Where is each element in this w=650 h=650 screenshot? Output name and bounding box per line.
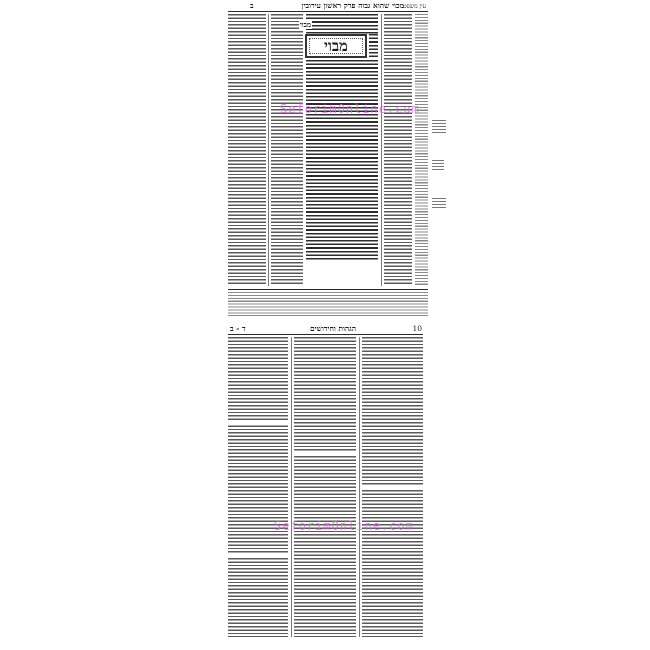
main-text-beside-box xyxy=(369,34,378,58)
page-number: 10 xyxy=(412,324,422,333)
commentary-page-bottom: ד - ב הגהות וחידושים 10 SeforimOnline.co… xyxy=(226,323,425,641)
page-header-title: הגהות וחידושים xyxy=(310,324,357,333)
watermark: SeforimOnline.com xyxy=(274,519,414,533)
header-rule xyxy=(228,11,428,12)
section-break xyxy=(228,421,288,424)
margin-annotation xyxy=(432,120,446,134)
margin-annotation xyxy=(432,160,444,170)
corner-label: עין משפט xyxy=(403,3,426,10)
header-rule xyxy=(228,334,423,335)
left-commentary-column xyxy=(228,14,266,286)
right-commentary-column xyxy=(384,14,412,286)
column-divider xyxy=(359,337,360,637)
footer-rule xyxy=(228,289,428,290)
text-column-middle xyxy=(294,337,356,637)
page-folio: ד - ב xyxy=(230,324,246,333)
watermark: SeforimOnline.com xyxy=(280,102,420,116)
text-column-left xyxy=(228,337,288,637)
margin-annotation xyxy=(432,198,446,210)
title-box-word: מבוי xyxy=(309,37,363,55)
column-divider xyxy=(291,337,292,637)
right-margin-notes xyxy=(415,14,428,286)
main-text-body xyxy=(306,60,378,260)
main-text-bold-word: מבוי xyxy=(298,20,312,29)
page-folio: ב xyxy=(250,1,254,10)
page-header-title: מכוי שהוא גבוה פרק ראשון עירובין xyxy=(301,1,404,10)
section-break xyxy=(362,485,423,488)
talmud-page-top: עין משפט מכוי שהוא גבוה פרק ראשון עירובי… xyxy=(226,0,430,320)
title-box: מבוי xyxy=(305,34,367,58)
main-text-top xyxy=(306,14,378,34)
section-break xyxy=(228,553,288,556)
column-divider xyxy=(381,14,382,286)
footer-notes xyxy=(228,292,428,316)
inner-commentary-column xyxy=(271,14,303,286)
section-break xyxy=(294,451,356,454)
column-divider xyxy=(268,14,269,286)
